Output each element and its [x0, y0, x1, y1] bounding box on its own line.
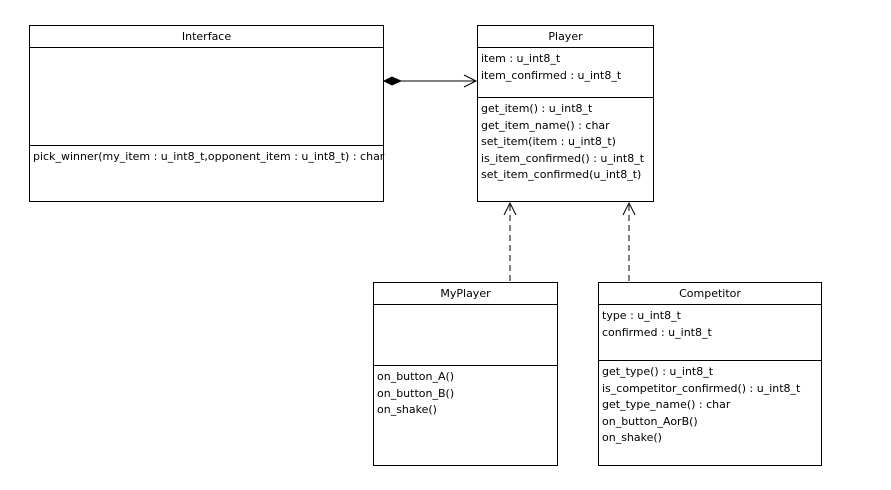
operation: on_shake()	[377, 403, 437, 416]
operation: set_item_confirmed(u_int8_t)	[481, 168, 642, 181]
operation: set_item(item : u_int8_t)	[481, 135, 616, 148]
operation: on_button_AorB()	[602, 414, 698, 428]
open-arrowhead-icon	[463, 74, 478, 88]
composition-diamond-icon	[382, 76, 403, 86]
operation: get_type() : u_int8_t	[602, 365, 714, 378]
attribute: item_confirmed : u_int8_t	[481, 68, 622, 82]
class-myplayer[interactable]: MyPlayer on_button_A() on_button_B() on_sh…	[373, 282, 558, 466]
operations-compartment: on_button_A() on_button_B() on_shake()	[374, 366, 557, 419]
operation: get_type_name() : char	[602, 398, 731, 411]
attribute: item : u_int8_t	[481, 52, 561, 65]
operations-compartment: pick_winner(my_item : u_int8_t,opponent_…	[30, 146, 385, 166]
composition-interface-player[interactable]	[382, 74, 478, 88]
attribute: type : u_int8_t	[602, 309, 681, 322]
class-name-interface: Interface	[30, 26, 383, 48]
operation: get_item() : u_int8_t	[481, 102, 593, 115]
operation: get_item_name() : char	[481, 118, 610, 132]
attributes-compartment	[374, 305, 557, 366]
operation: is_competitor_confirmed() : u_int8_t	[602, 381, 801, 395]
open-arrowhead-icon	[622, 201, 636, 216]
class-name-player: Player	[478, 26, 653, 48]
operations-compartment: get_type() : u_int8_t is_competitor_confi…	[599, 361, 821, 447]
operation: on_shake()	[602, 431, 662, 444]
operation: is_item_confirmed() : u_int8_t	[481, 151, 645, 165]
operation: pick_winner(my_item : u_int8_t,opponent_…	[33, 150, 385, 163]
operations-compartment: get_item() : u_int8_t get_item_name() : c…	[478, 98, 653, 184]
class-player[interactable]: Player item : u_int8_t item_confirmed : u…	[477, 25, 654, 202]
operation: on_button_A()	[377, 370, 455, 383]
attribute: confirmed : u_int8_t	[602, 325, 712, 339]
attributes-compartment: type : u_int8_t confirmed : u_int8_t	[599, 305, 821, 361]
class-competitor[interactable]: Competitor type : u_int8_t confirmed : u_…	[598, 282, 822, 466]
operation: on_button_B()	[377, 386, 455, 400]
class-name-myplayer: MyPlayer	[374, 283, 557, 305]
class-name-competitor: Competitor	[599, 283, 821, 305]
class-interface[interactable]: Interface pick_winner(my_item : u_int8_t…	[29, 25, 384, 202]
dependency-myplayer-player[interactable]	[503, 201, 517, 281]
attributes-compartment	[30, 48, 383, 146]
dependency-competitor-player[interactable]	[622, 201, 636, 281]
open-arrowhead-icon	[503, 201, 517, 216]
attributes-compartment: item : u_int8_t item_confirmed : u_int8_t	[478, 48, 653, 98]
